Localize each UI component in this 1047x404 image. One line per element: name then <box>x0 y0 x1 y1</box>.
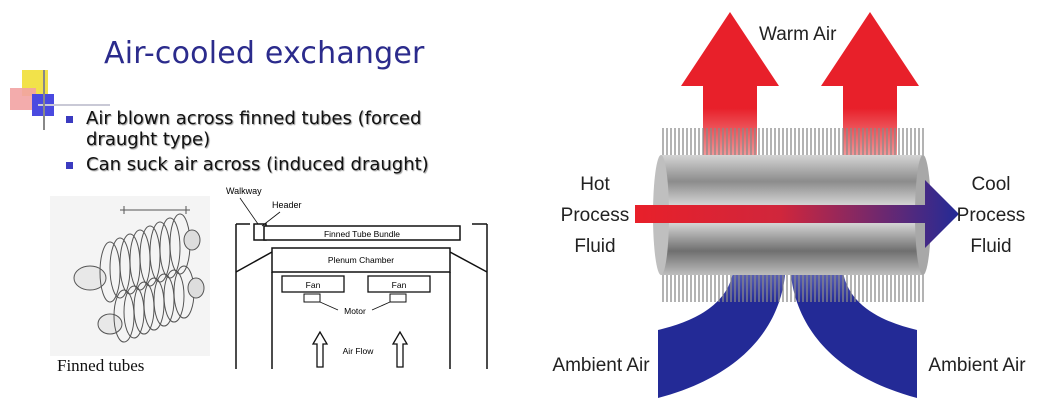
bullet-text: Can suck air across (induced draught) <box>86 154 429 175</box>
fan-right-box <box>367 275 431 293</box>
bullet-text: Air blown across finned tubes (forced dr… <box>86 108 422 150</box>
header-label: Header <box>272 200 302 210</box>
finned-tube <box>73 213 201 303</box>
bullet-list: Air blown across finned tubes (forced dr… <box>66 108 486 179</box>
hot-fluid-label-line: Process <box>561 205 630 226</box>
finned-tube-bundle-box <box>263 225 461 241</box>
fan-right-label: Fan <box>392 280 407 290</box>
bullet-item: Can suck air across (induced draught) <box>66 154 486 175</box>
page-title: Air-cooled exchanger <box>104 36 425 71</box>
ambient-air-flow-left-icon <box>658 250 785 398</box>
ambient-air-left-label: Ambient Air <box>552 355 650 376</box>
cool-fluid-label-line: Cool <box>971 174 1010 195</box>
warm-air-arrow-right-icon <box>821 12 919 160</box>
motor-right-box <box>389 293 407 303</box>
tube-fins <box>662 128 924 302</box>
bullet-square-icon <box>66 116 73 123</box>
fan-left-label: Fan <box>306 280 321 290</box>
ambient-air-right-label: Ambient Air <box>928 355 1026 376</box>
air-cooler-illustration: Warm Air Hot Process Fluid Cool Process … <box>552 12 1026 398</box>
process-fluid-arrow-icon <box>635 180 959 248</box>
airflow-arrow-icon <box>311 330 329 368</box>
walkway-label: Walkway <box>226 186 262 196</box>
motor-left-box <box>303 293 321 303</box>
warm-air-label: Warm Air <box>759 24 837 45</box>
air-cooler-schematic: Walkway Header Finned Tube Bundle Plenum… <box>226 186 488 369</box>
bullet-item: Air blown across finned tubes (forced dr… <box>66 108 486 150</box>
bundle-label: Finned Tube Bundle <box>324 229 400 239</box>
warm-air-arrow-left-icon <box>681 12 779 160</box>
bullet-square-icon <box>66 162 73 169</box>
cool-fluid-label-line: Process <box>957 205 1026 226</box>
slide-logo-squares <box>10 70 110 130</box>
plenum-chamber-box <box>271 247 451 273</box>
airflow-arrow-icon <box>391 330 409 368</box>
hot-fluid-label-line: Hot <box>580 174 610 195</box>
motor-label: Motor <box>344 306 366 316</box>
finned-tube <box>97 265 205 343</box>
cool-fluid-label-line: Fluid <box>970 236 1011 257</box>
fan-left-box <box>281 275 345 293</box>
finned-tubes-caption: Finned tubes <box>57 356 145 375</box>
hot-fluid-label-line: Fluid <box>574 236 615 257</box>
airflow-label: Air Flow <box>343 346 375 356</box>
finned-tubes-image <box>50 196 210 356</box>
plenum-label: Plenum Chamber <box>328 255 394 265</box>
